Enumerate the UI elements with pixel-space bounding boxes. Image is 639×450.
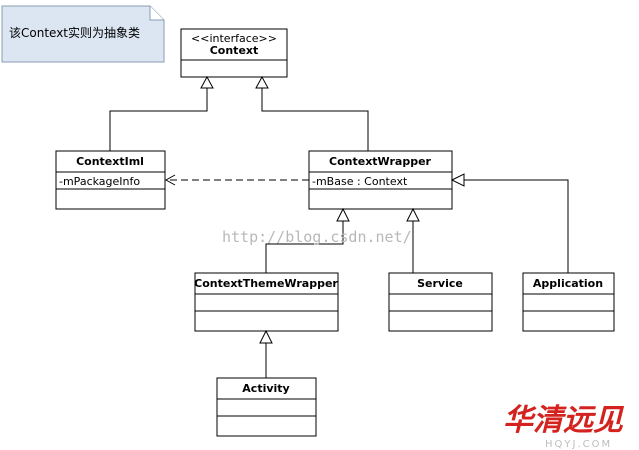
brand-logo-text: 华清远见 (503, 403, 625, 438)
note-text: 该Context实则为抽象类 (9, 25, 140, 40)
application-name: Application (533, 277, 603, 290)
edge-contextwrapper-context (255, 75, 369, 151)
class-context-wrapper: ContextWrapper -mBase : Context (308, 150, 453, 210)
edge-service-wrapper (406, 207, 420, 273)
context-iml-attribute: -mPackageInfo (59, 175, 140, 188)
class-application: Application (522, 272, 615, 332)
class-service: Service (388, 272, 493, 332)
note: 该Context实则为抽象类 (1, 5, 165, 63)
brand-logo-sub: HQYJ.COM (545, 439, 612, 450)
context-stereotype: <<interface>> (191, 32, 277, 45)
edge-contextiml-context (109, 75, 214, 151)
context-name: Context (210, 44, 259, 57)
edge-themewrapper-wrapper (265, 207, 350, 273)
activity-name: Activity (242, 382, 289, 395)
context-wrapper-attribute: -mBase : Context (312, 175, 408, 188)
watermark-url: http://blog.csdn.net/ (222, 228, 412, 246)
context-wrapper-name: ContextWrapper (329, 155, 432, 168)
edge-activity-themewrapper (259, 329, 273, 378)
context-iml-name: ContextIml (76, 155, 144, 168)
service-name: Service (417, 277, 463, 290)
class-context-theme-wrapper: ContextThemeWrapper (194, 272, 339, 332)
edge-application-wrapper (450, 173, 569, 273)
brand-logo: 华清远见 HQYJ.COM (503, 403, 625, 450)
edge-dependency-mbase (164, 174, 309, 186)
class-context-iml: ContextIml -mPackageInfo (55, 150, 166, 210)
class-context: <<interface>> Context (180, 28, 288, 78)
context-theme-wrapper-name: ContextThemeWrapper (194, 277, 338, 290)
class-activity: Activity (216, 377, 317, 437)
